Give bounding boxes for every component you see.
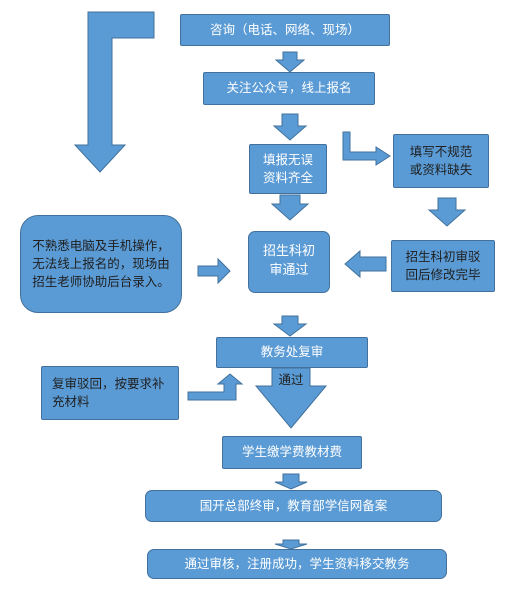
arrow-final-review-to-done [274, 539, 308, 550]
arrow-fill-ok-to-first-review [270, 194, 310, 221]
arrow-fill-bad-to-reject-fix [427, 197, 467, 227]
node-offline: 不熟悉电脑及手机操作，无法线上报名的，现场由招生老师协助后台录入。 [20, 215, 182, 313]
arrow-pay-to-final-review [274, 473, 308, 490]
node-resubmit: 复审驳回，按要求补充材料 [41, 366, 179, 420]
arrow-first-review-to-second-review [272, 315, 308, 337]
arrow-offline-to-first-review [197, 257, 231, 285]
node-pay: 学生缴学费教材费 [222, 436, 362, 469]
node-first-review: 招生科初审通过 [248, 231, 330, 293]
arrow-second-review-to-pay [254, 367, 328, 429]
arrow-follow-to-fill-ok [272, 113, 308, 141]
label-pass: 通过 [278, 372, 304, 387]
arrow-reject-fix-to-first-review [344, 249, 387, 279]
arrow-consult-to-follow [274, 51, 306, 73]
node-follow: 关注公众号，线上报名 [203, 72, 375, 105]
arrow-follow-to-fill-bad [342, 131, 391, 166]
node-consult: 咨询（电话、网络、现场） [180, 14, 390, 46]
node-done: 通过审核，注册成功，学生资料移交教务 [147, 549, 447, 579]
node-reject-fix: 招生科初审驳回后修改完毕 [391, 240, 495, 292]
node-fill-ok: 填报无误资料齐全 [249, 144, 327, 194]
bent-arrow-left [73, 11, 155, 173]
node-final-review: 国开总部终审，教育部学信网备案 [145, 490, 442, 522]
arrow-resubmit-to-second-review [187, 373, 244, 401]
node-second-review: 教务处复审 [216, 337, 368, 368]
node-fill-bad: 填写不规范或资料缺失 [393, 134, 489, 188]
